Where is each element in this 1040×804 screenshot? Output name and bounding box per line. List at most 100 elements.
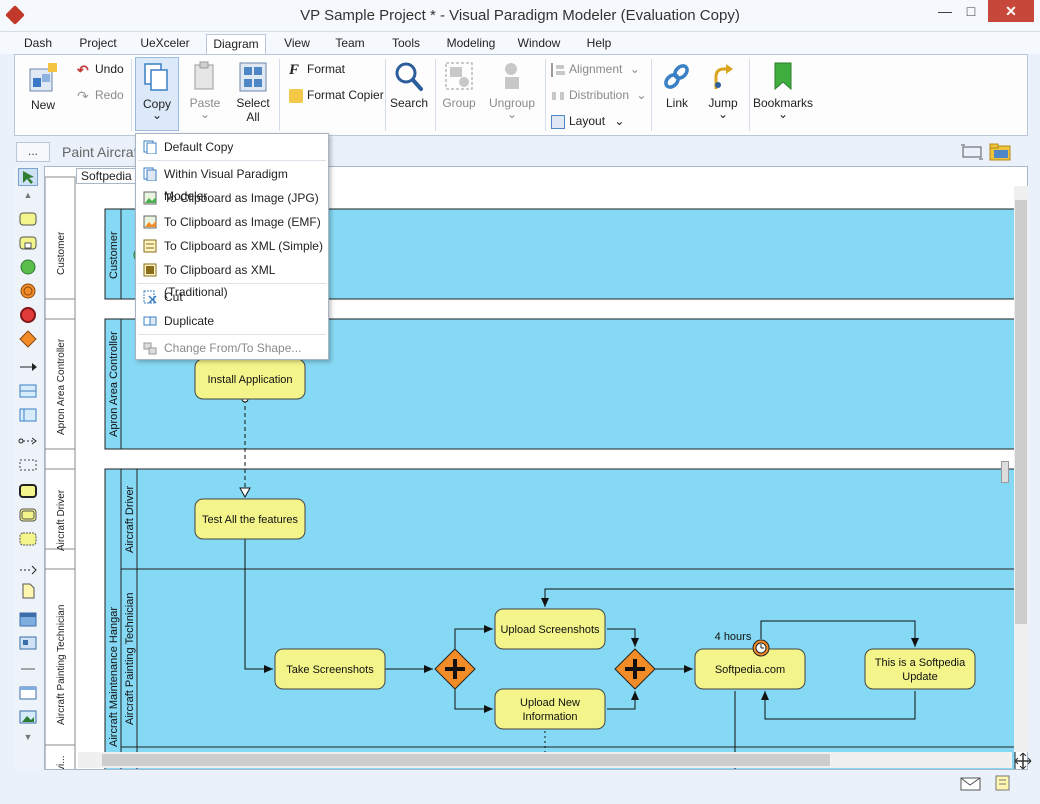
call-activity-tool-icon[interactable] xyxy=(18,482,38,500)
jump-button[interactable]: Jump ⌄ xyxy=(703,61,743,121)
transaction-tool-icon[interactable] xyxy=(18,506,38,524)
parallel-gateway-split[interactable] xyxy=(434,648,476,690)
menu-item-clipboard-jpg[interactable]: To Clipboard as Image (JPG) xyxy=(136,187,328,209)
data-store-tool-icon[interactable] xyxy=(18,610,38,628)
ungroup-button[interactable]: Ungroup ⌄ xyxy=(485,61,539,121)
menu-item-xml-simple[interactable]: To Clipboard as XML (Simple) xyxy=(136,235,328,257)
maximize-button[interactable]: □ xyxy=(966,3,976,19)
new-button[interactable]: New xyxy=(21,63,65,112)
notes-icon[interactable] xyxy=(994,774,1012,792)
selector-tool-icon[interactable] xyxy=(18,168,38,186)
menu-item-default-copy[interactable]: Default Copy xyxy=(136,136,328,158)
menu-tab-project[interactable]: Project xyxy=(79,36,117,50)
alignment-button[interactable]: Alignment ⌄ xyxy=(551,59,640,79)
sequence-flow[interactable] xyxy=(454,689,493,713)
canvas-resize-handle[interactable] xyxy=(1001,461,1009,483)
redo-button[interactable]: ↷Redo xyxy=(77,85,124,105)
minimize-button[interactable]: — xyxy=(938,3,952,19)
search-button[interactable]: Search xyxy=(389,61,429,110)
task-tool-icon[interactable] xyxy=(18,210,38,228)
menu-tab-modeling[interactable]: Modeling xyxy=(446,36,496,50)
layout-dropdown-icon[interactable]: ⌄ xyxy=(614,114,625,128)
menu-tab-tools[interactable]: Tools xyxy=(391,36,420,50)
mail-icon[interactable] xyxy=(960,776,982,792)
sequence-flow[interactable] xyxy=(607,691,639,710)
copy-dropdown-icon[interactable]: ⌄ xyxy=(151,108,163,122)
message-flow-tool-icon[interactable] xyxy=(18,432,38,450)
start-event-tool-icon[interactable] xyxy=(18,258,38,276)
sequence-flow-tool-icon[interactable] xyxy=(18,358,38,376)
end-event-tool-icon[interactable] xyxy=(18,306,38,324)
text-annotation-tool-icon[interactable] xyxy=(18,660,38,678)
group-shape-tool-icon[interactable] xyxy=(18,456,38,474)
bookmarks-dropdown-icon[interactable]: ⌄ xyxy=(777,107,789,121)
distribution-dropdown-icon[interactable]: ⌄ xyxy=(636,88,647,102)
menu-tab-dash[interactable]: Dash xyxy=(23,36,52,50)
menu-tab-help[interactable]: Help xyxy=(586,36,612,50)
menu-tab-team[interactable]: Team xyxy=(335,36,365,50)
jump-dropdown-icon[interactable]: ⌄ xyxy=(717,107,729,121)
subprocess-tool-icon[interactable] xyxy=(18,234,38,252)
folder-icon[interactable] xyxy=(988,142,1012,162)
menu-tab-window[interactable]: Window xyxy=(517,36,561,50)
data-object-tool-icon[interactable] xyxy=(18,582,38,600)
group-button[interactable]: Group xyxy=(439,61,479,110)
menu-item-cut[interactable]: Cut xyxy=(136,286,328,308)
image-tool-icon[interactable] xyxy=(18,708,38,726)
select-all-button[interactable]: Select All xyxy=(231,61,275,124)
horizontal-scroll-thumb[interactable] xyxy=(102,754,830,766)
task-test-all-features[interactable] xyxy=(194,498,306,540)
menu-item-change-shape[interactable]: Change From/To Shape... xyxy=(136,337,328,359)
breadcrumb-diagram-name[interactable]: Paint Aircraft xyxy=(62,144,142,160)
sequence-flow[interactable] xyxy=(761,691,916,720)
menu-tab-diagram[interactable]: Diagram xyxy=(206,34,266,54)
menu-item-duplicate[interactable]: Duplicate xyxy=(136,310,328,332)
close-button[interactable]: ✕ xyxy=(988,0,1034,22)
palette-scroll-down-icon[interactable]: ▼ xyxy=(23,732,33,742)
sequence-flow[interactable] xyxy=(454,625,493,649)
palette-scroll-up-icon[interactable]: ▲ xyxy=(23,190,33,200)
bookmarks-button[interactable]: Bookmarks ⌄ xyxy=(753,61,813,121)
pool-tool-icon[interactable] xyxy=(18,382,38,400)
message-tool-icon[interactable] xyxy=(18,634,38,652)
lane-tool-icon[interactable] xyxy=(18,406,38,424)
event-subprocess-tool-icon[interactable] xyxy=(18,530,38,548)
status-bar xyxy=(0,752,1040,804)
menu-tab-uexceler[interactable]: UeXceler xyxy=(140,36,190,50)
task-take-screenshots[interactable] xyxy=(274,648,386,690)
fit-diagram-icon[interactable] xyxy=(960,142,984,162)
parallel-gateway-join[interactable] xyxy=(614,648,656,690)
sequence-flow[interactable] xyxy=(244,539,273,673)
layout-button[interactable]: Layout ⌄ xyxy=(551,111,624,131)
intermediate-event-tool-icon[interactable] xyxy=(18,282,38,300)
task-upload-new-information[interactable] xyxy=(494,688,606,730)
alignment-dropdown-icon[interactable]: ⌄ xyxy=(629,62,640,76)
menu-item-within-vp[interactable]: Within Visual Paradigm Modeler xyxy=(136,163,328,203)
task-softpedia-com[interactable] xyxy=(694,648,806,690)
vertical-scroll-thumb[interactable] xyxy=(1015,200,1027,624)
menu-item-xml-traditional[interactable]: To Clipboard as XML (Traditional) xyxy=(136,259,328,299)
sequence-flow[interactable] xyxy=(760,620,919,647)
pan-navigate-icon[interactable] xyxy=(1014,752,1032,770)
diagram-tab[interactable]: Softpedia - xyxy=(76,168,145,184)
format-copier-button[interactable]: Format Copier xyxy=(289,85,384,105)
sequence-flow[interactable] xyxy=(607,628,639,647)
data-association-tool-icon[interactable] xyxy=(18,558,38,576)
paste-button[interactable]: Paste ⌄ xyxy=(183,61,227,121)
diagram-canvas[interactable]: Customer Apron Area Controller Aircraft … xyxy=(44,166,1028,770)
paste-dropdown-icon[interactable]: ⌄ xyxy=(199,107,211,121)
gateway-tool-icon[interactable] xyxy=(18,330,38,348)
undo-button[interactable]: ↶Undo xyxy=(77,59,124,79)
copy-button[interactable]: Copy ⌄ xyxy=(135,57,179,131)
choreography-tool-icon[interactable] xyxy=(18,684,38,702)
task-upload-screenshots[interactable] xyxy=(494,608,606,650)
link-button[interactable]: Link xyxy=(657,61,697,110)
menu-tab-view[interactable]: View xyxy=(284,36,310,50)
breadcrumb-more-button[interactable]: ... xyxy=(16,142,50,162)
distribution-button[interactable]: Distribution ⌄ xyxy=(551,85,646,105)
task-softpedia-update[interactable] xyxy=(864,648,976,690)
sequence-flow[interactable] xyxy=(541,588,1015,607)
menu-item-clipboard-emf[interactable]: To Clipboard as Image (EMF) xyxy=(136,211,328,233)
ungroup-dropdown-icon[interactable]: ⌄ xyxy=(506,107,518,121)
